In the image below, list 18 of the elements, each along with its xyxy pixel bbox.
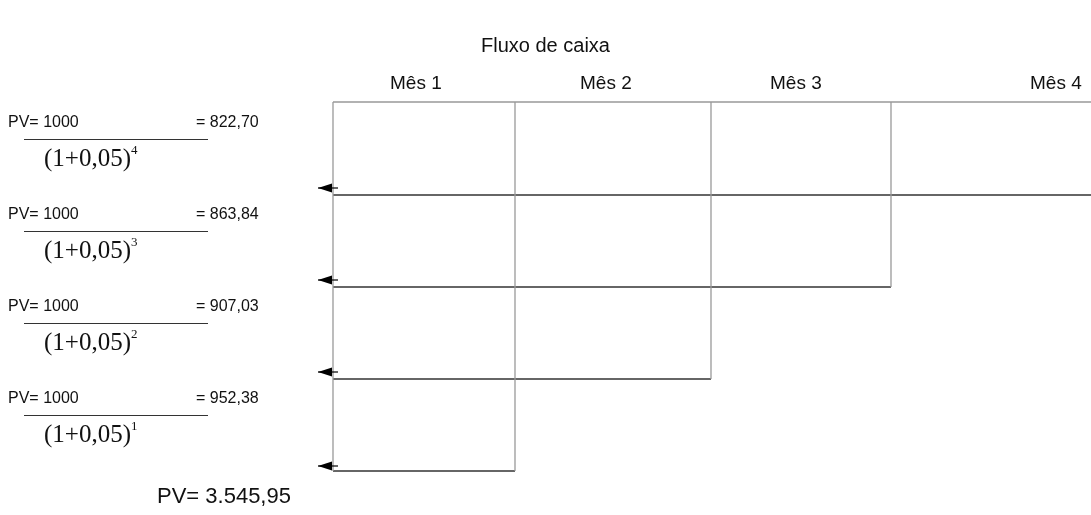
result-text: = 952,38 [196, 389, 259, 407]
result-text: = 863,84 [196, 205, 259, 223]
column-header: Mês 4 [1030, 72, 1082, 94]
column-header: Mês 3 [770, 72, 822, 94]
result-text: = 822,70 [196, 113, 259, 131]
numerator-text: PV= 1000 [8, 389, 79, 407]
result-text: = 907,03 [196, 297, 259, 315]
diagram-title: Fluxo de caixa [480, 34, 611, 57]
column-header: Mês 1 [390, 72, 442, 94]
denominator-formula: (1+0,05)$^{4}$ [44, 144, 138, 172]
numerator-text: PV= 1000 [8, 113, 79, 131]
denominator-formula: (1+0,05)$^{1}$ [44, 420, 138, 448]
column-header: Mês 2 [580, 72, 632, 94]
numerator-text: PV= 1000 [8, 297, 79, 315]
denominator-formula: (1+0,05)$^{2}$ [44, 328, 138, 356]
numerator-text: PV= 1000 [8, 205, 79, 223]
denominator-formula: (1+0,05)$^{3}$ [44, 236, 138, 264]
total-result-text: PV= 3.545,95 [157, 483, 291, 509]
